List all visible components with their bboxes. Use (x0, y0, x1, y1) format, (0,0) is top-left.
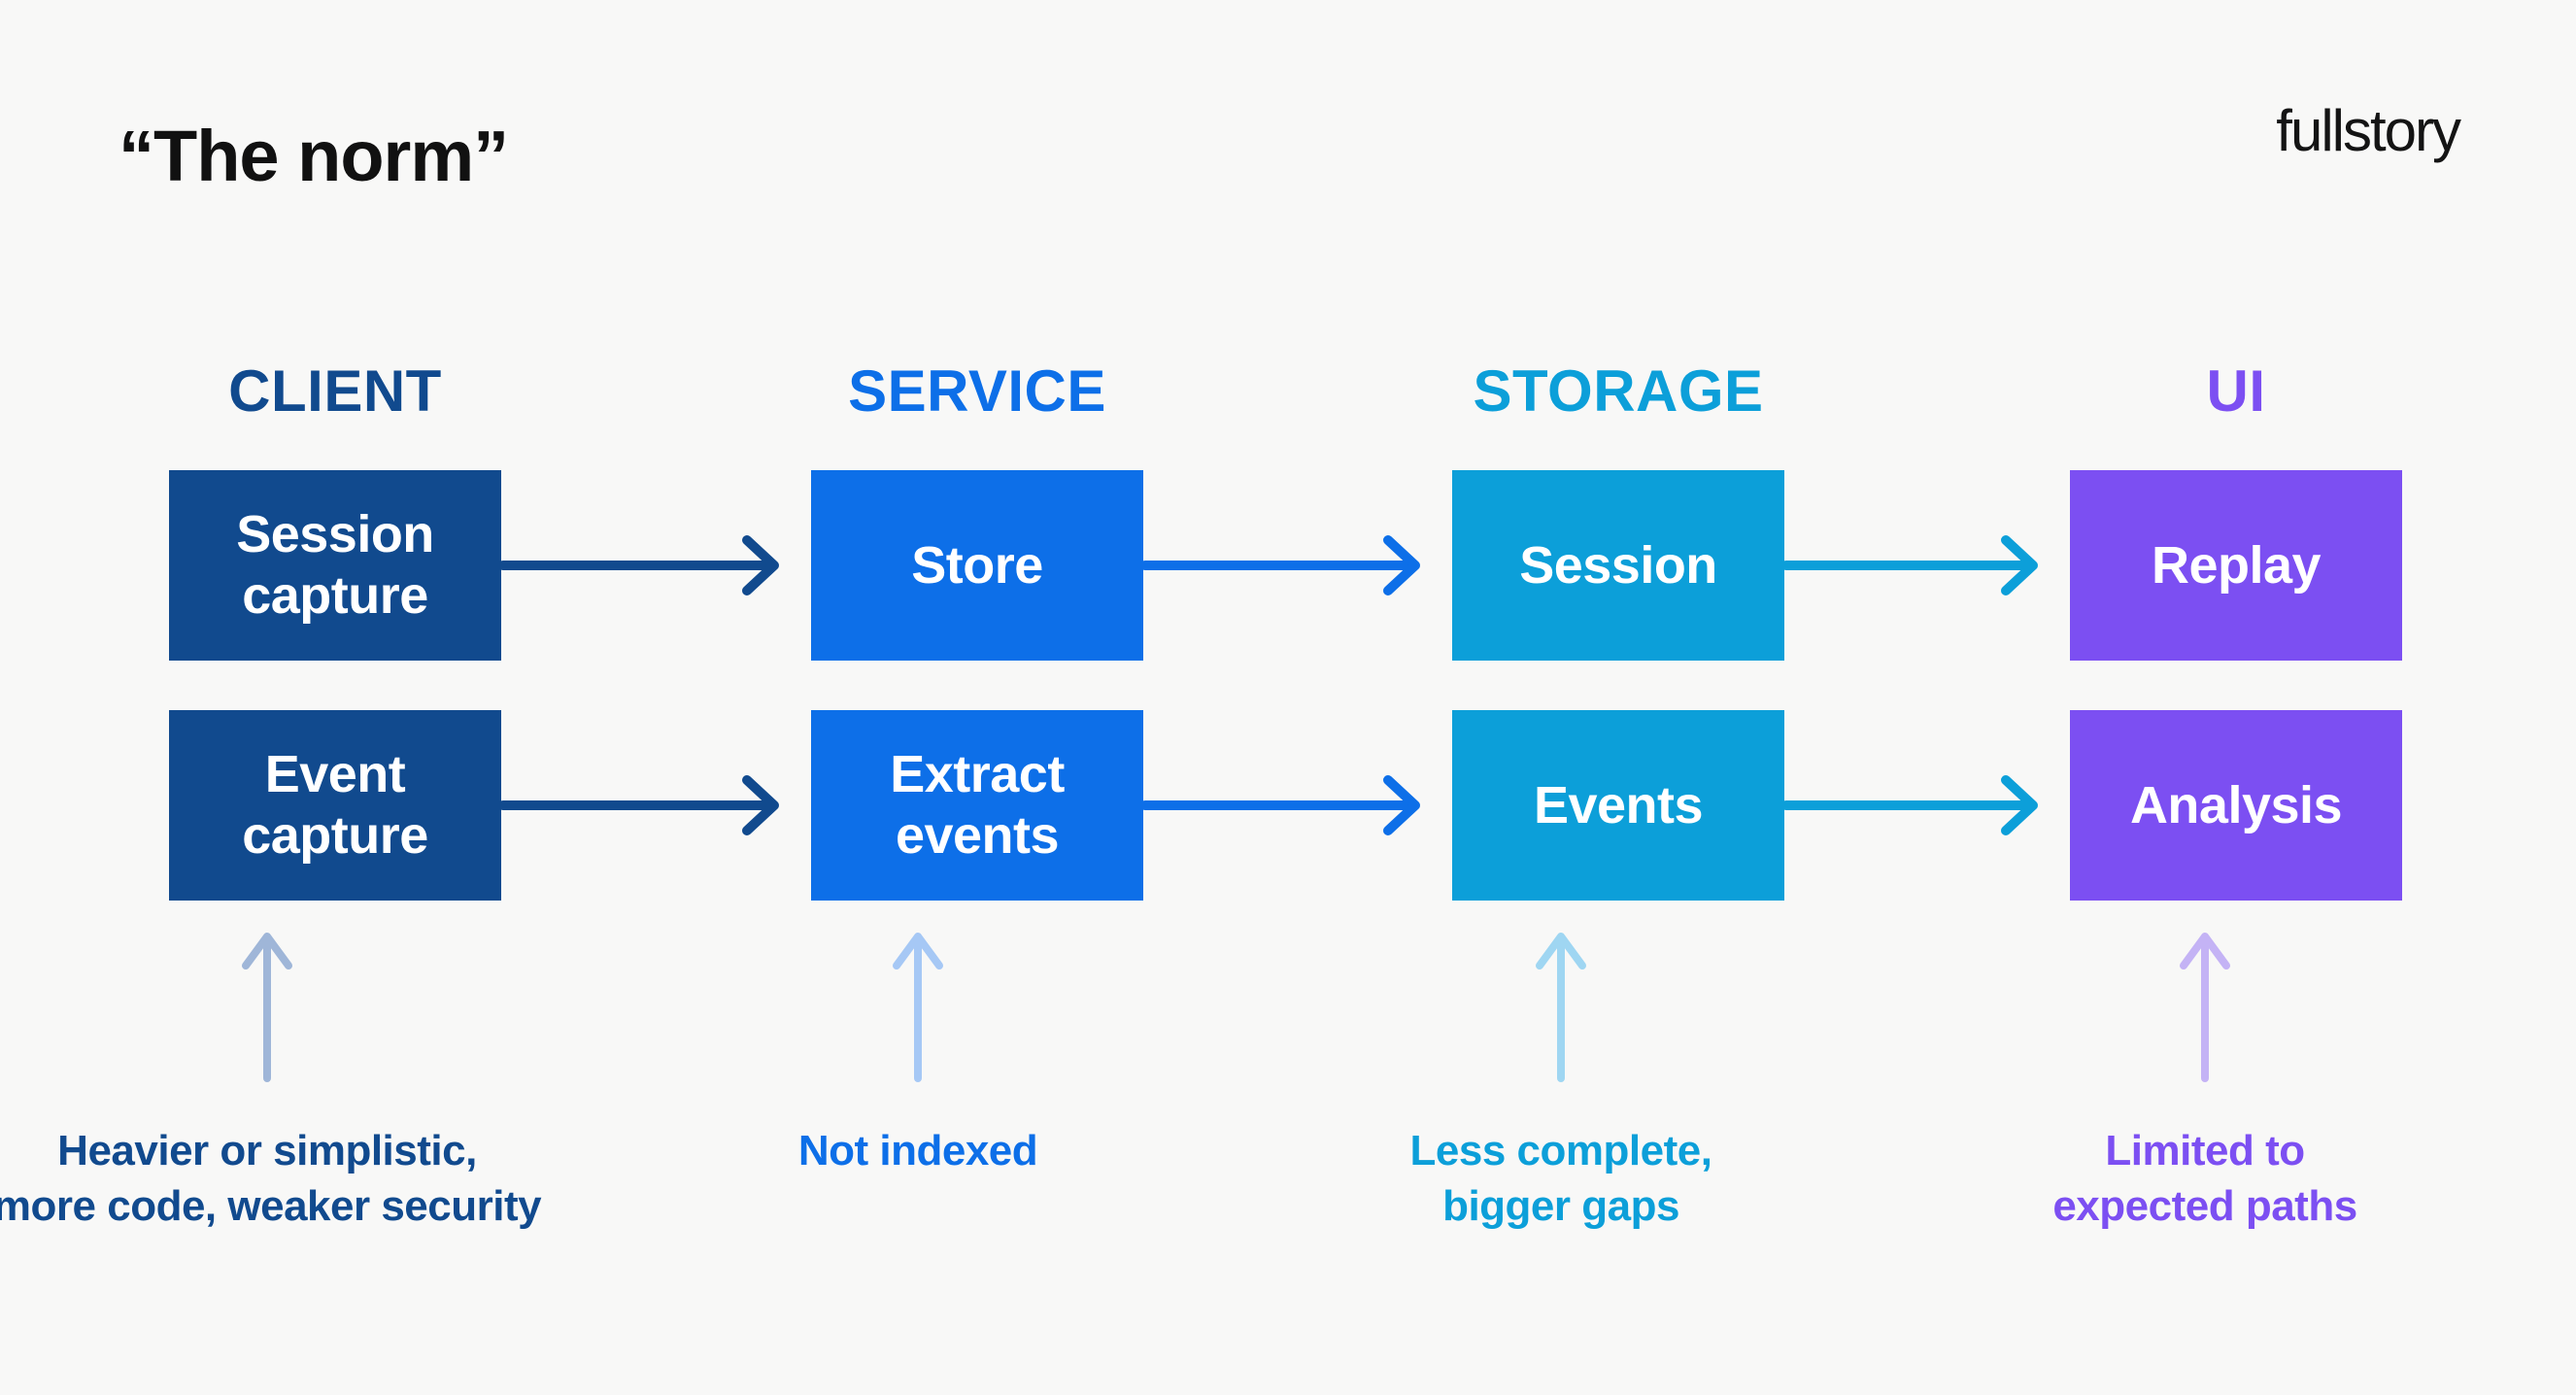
arrow-session-to-replay-icon (1784, 535, 2038, 595)
box-session-capture: Session capture (169, 470, 501, 661)
box-events: Events (1452, 710, 1784, 901)
column-header-client: CLIENT (228, 358, 442, 424)
box-store: Store (811, 470, 1143, 661)
box-analysis: Analysis (2070, 710, 2402, 901)
fullstory-logo: fullstory (2276, 98, 2461, 163)
column-header-service: SERVICE (848, 358, 1106, 424)
caption-service: Not indexed (797, 1127, 1038, 1174)
box-event-capture: Event capture (169, 710, 501, 901)
box-session: Session (1452, 470, 1784, 661)
up-arrow-storage-icon (1536, 933, 1586, 1082)
slide-title: “The norm” (119, 116, 509, 196)
caption-ui: Limited to expected paths (2052, 1127, 2357, 1230)
arrow-event-capture-to-extract-events-icon (501, 775, 779, 835)
column-header-ui: UI (2206, 358, 2266, 424)
box-extract-events: Extract events (811, 710, 1143, 901)
box-replay: Replay (2070, 470, 2402, 661)
up-arrow-ui-icon (2180, 933, 2230, 1082)
column-header-storage: STORAGE (1473, 358, 1764, 424)
caption-storage: Less complete, bigger gaps (1409, 1127, 1712, 1230)
arrow-events-to-analysis-icon (1784, 775, 2038, 835)
caption-client: Heavier or simplistic, more code, weaker… (0, 1127, 542, 1230)
arrow-extract-events-to-events-icon (1143, 775, 1420, 835)
arrow-store-to-session-icon (1143, 535, 1420, 595)
up-arrow-client-icon (242, 933, 292, 1082)
arrow-session-capture-to-store-icon (501, 535, 779, 595)
up-arrow-service-icon (893, 933, 943, 1082)
